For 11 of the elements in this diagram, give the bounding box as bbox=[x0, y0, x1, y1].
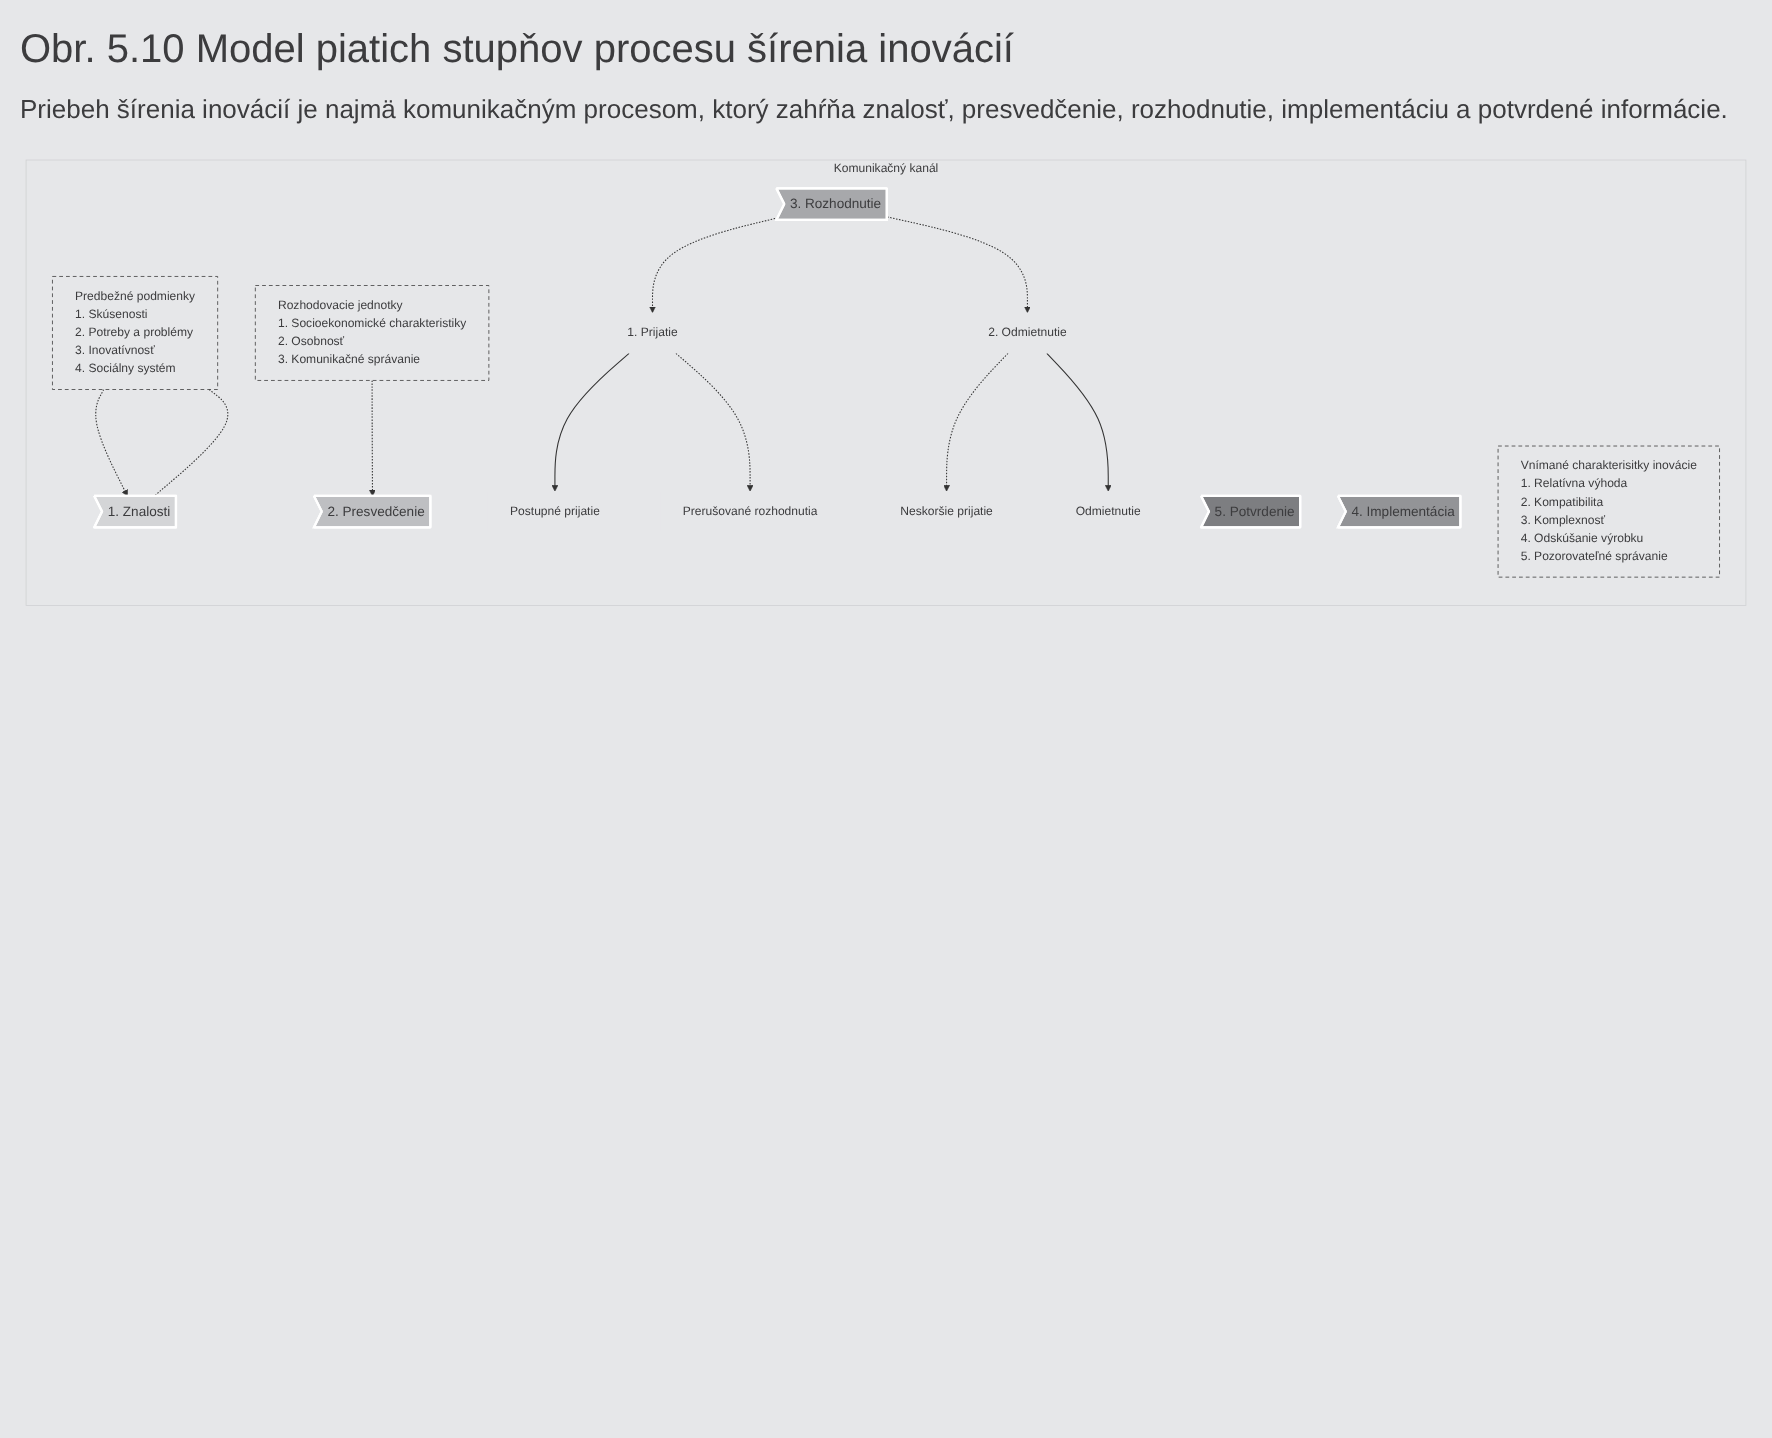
figure-caption: Priebeh šírenia inovácií je najmä komunikačným procesom, ktorý zahŕňa znalosť, presvedčenie, rozhodnutie, implementáciu a potvrdené informácie. bbox=[20, 92, 1730, 128]
figure-title: Obr. 5.10 Model piatich stupňov procesu šírenia inovácií bbox=[20, 28, 1016, 74]
arrow bbox=[369, 378, 376, 496]
arrow bbox=[95, 387, 128, 496]
arrow bbox=[1046, 351, 1112, 491]
connector bbox=[153, 387, 229, 496]
arrow bbox=[551, 351, 630, 491]
arrow bbox=[675, 351, 754, 491]
arrow bbox=[943, 351, 1009, 491]
arrow bbox=[886, 215, 1031, 312]
arrow bbox=[649, 216, 779, 312]
